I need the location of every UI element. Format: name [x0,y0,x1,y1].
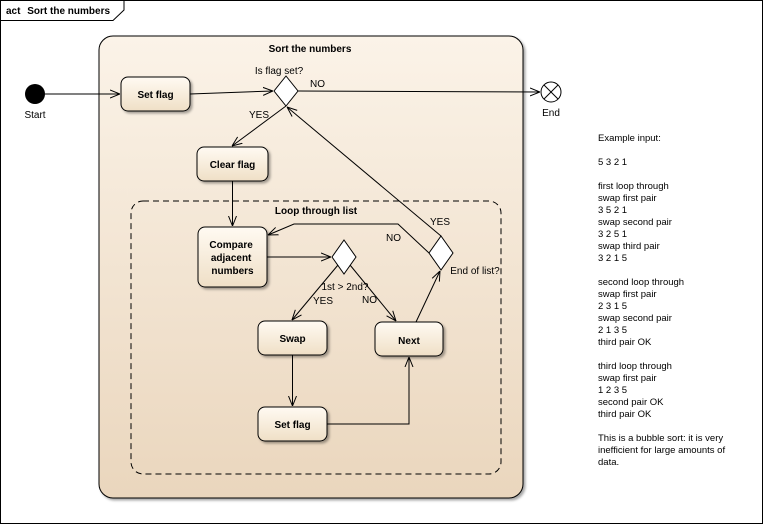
note-line: 5 3 2 1 [598,157,627,168]
note-line [598,169,601,180]
example-note: Example input: 5 3 2 1 first loop throug… [598,133,725,468]
next-action[interactable] [374,321,444,357]
note-line: first loop through [598,181,669,192]
note-line: second pair OK [598,397,664,408]
note-line: inefficient for large amounts of [598,445,725,456]
note-line: swap first pair [598,289,657,300]
edge-next-endoflist [415,271,440,323]
note-line: swap third pair [598,241,660,252]
note-line [598,265,601,276]
note-line [598,349,601,360]
edge-decision-end [297,91,540,92]
guard-flag-yes: YES [249,110,269,121]
note-line: third pair OK [598,409,652,420]
note-line: third pair OK [598,337,652,348]
next-label: Next [398,336,420,347]
note-line: 2 1 3 5 [598,325,627,336]
frame-kind: act [6,6,21,17]
edge-endoflist-flagcheck [287,107,442,237]
decision-greater-label: 1st > 2nd? [322,282,369,293]
frame-title: act Sort the numbers [6,6,110,17]
frame-tab [0,0,125,21]
start-label: Start [24,110,45,121]
note-line: 3 2 5 1 [598,229,627,240]
set-flag-label: Set flag [137,90,173,101]
compare-label: Compare adjacent numbers [209,240,255,277]
start-node[interactable] [25,84,45,104]
end-node[interactable] [540,81,562,103]
swap-label: Swap [279,334,305,345]
note-line: swap second pair [598,217,672,228]
compare-line-3: numbers [211,266,254,277]
edge-decision-clearflag [232,105,287,146]
guard-greater-no: NO [362,295,377,306]
note-line: Example input: [598,133,661,144]
note-line: third loop through [598,361,672,372]
loop-region [130,200,502,475]
decision-end-of-list[interactable] [428,235,454,271]
note-line: This is a bubble sort: it is very [598,433,723,444]
note-line: 2 3 1 5 [598,301,627,312]
note-line [598,145,601,156]
note-line: data. [598,457,619,468]
guard-flag-no: NO [310,79,325,90]
note-line: 3 5 2 1 [598,205,627,216]
note-line [598,421,601,432]
frame-name: Sort the numbers [27,6,110,17]
edge-decision-next [349,264,396,321]
compare-line-2: adjacent [211,253,252,264]
guard-end-yes: YES [430,217,450,228]
note-line: swap first pair [598,373,657,384]
edge-setflag-next [327,357,409,425]
decision-flag-set-label: Is flag set? [255,66,304,77]
guard-greater-yes: YES [313,296,333,307]
compare-line-1: Compare [209,240,253,251]
note-line: second loop through [598,277,684,288]
edge-setflag-decision [189,91,273,94]
region-title: Sort the numbers [269,44,352,55]
note-line: swap first pair [598,193,657,204]
loop-title: Loop through list [275,206,358,217]
set-flag-label-2: Set flag [274,420,310,431]
decision-end-label: End of list? [450,266,500,277]
edge-decision-swap [292,264,339,320]
end-label: End [542,108,560,119]
note-line: swap second pair [598,313,672,324]
clear-flag-label: Clear flag [210,160,256,171]
note-line: 3 2 1 5 [598,253,627,264]
note-line: 1 2 3 5 [598,385,627,396]
edge-endoflist-compare [268,223,430,254]
guard-end-no: NO [386,233,401,244]
